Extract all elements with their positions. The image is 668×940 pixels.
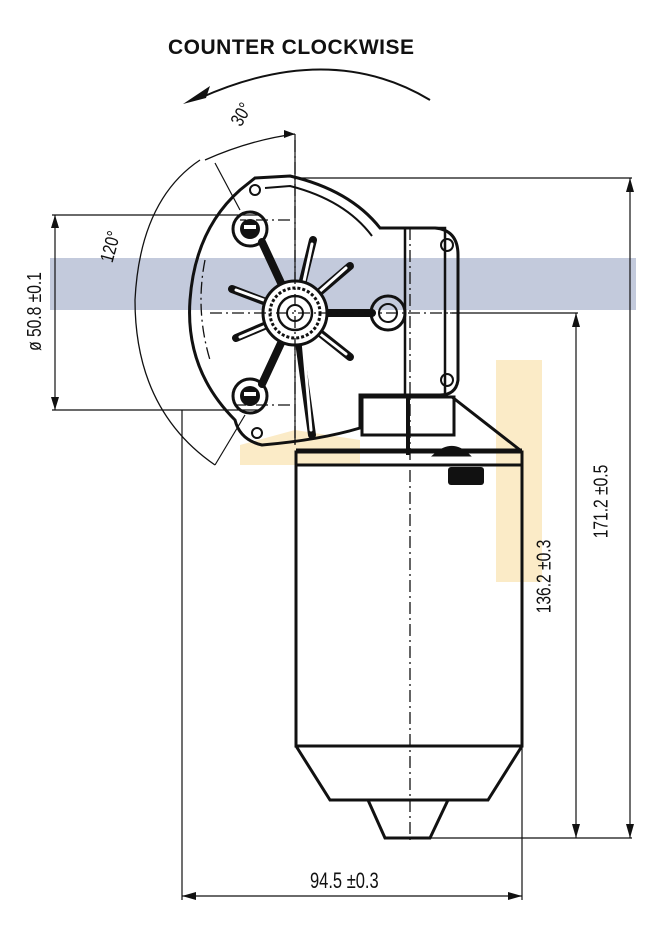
yellow-highlight-patch [240, 430, 360, 465]
overall-height-label: 171.2 ±0.5 [590, 464, 613, 539]
output-shaft-hub [261, 279, 329, 347]
angle-120-arc [134, 159, 216, 466]
rotation-arrow-arc [199, 68, 431, 101]
mount-boss-top [231, 210, 269, 248]
angle-30-arc [204, 133, 296, 161]
rotation-arrowhead-icon [183, 86, 210, 104]
mount-diameter-label: ø 50.8 ±0.1 [24, 272, 47, 351]
motor-terminal [448, 467, 484, 485]
rotation-direction-label: COUNTER CLOCKWISE [168, 36, 415, 59]
angle-arrowhead-icon [284, 130, 295, 138]
width-label: 94.5 ±0.3 [310, 868, 379, 893]
mount-boss-bottom [231, 377, 269, 415]
blue-highlight-band [50, 258, 636, 310]
shaft-to-bottom-label: 136.2 ±0.3 [533, 539, 556, 614]
yellow-highlight-band [496, 360, 542, 582]
motor-can [294, 448, 524, 840]
